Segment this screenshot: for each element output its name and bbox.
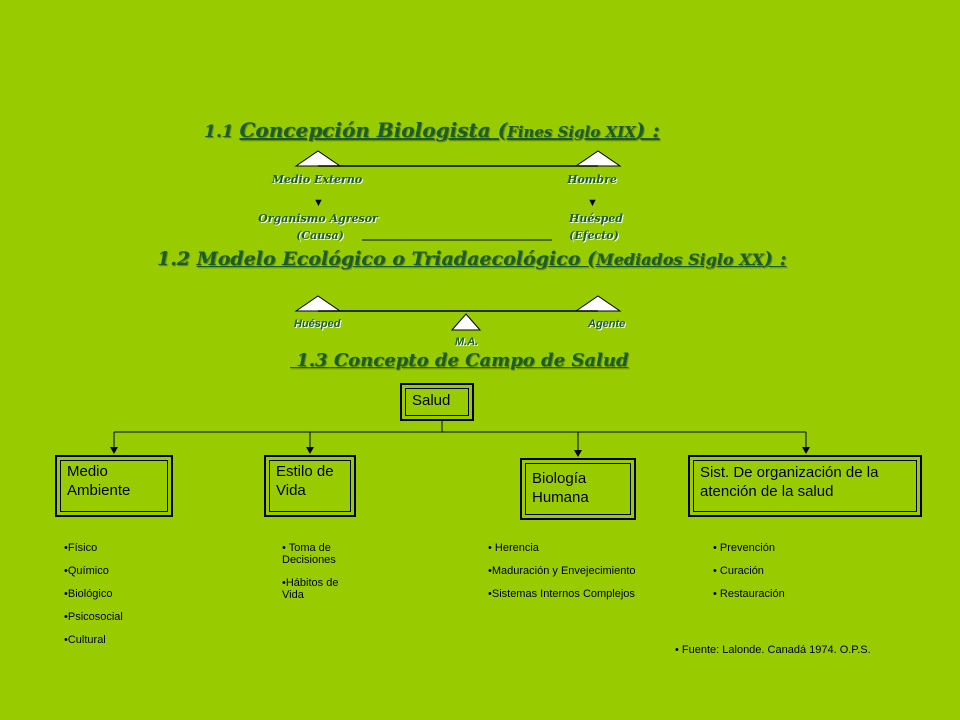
source-note: • Fuente: Lalonde. Canadá 1974. O.P.S. xyxy=(675,644,871,656)
title-1-2-num: 1.2 xyxy=(157,248,197,270)
list-medio: •Físico •Químico •Biológico •Psicosocial… xyxy=(64,542,174,657)
label-medio-externo: Medio Externo xyxy=(271,173,363,186)
label-hombre: Hombre xyxy=(567,173,617,186)
box-estilo-inner xyxy=(269,460,351,512)
title-1-2-main: Modelo Ecológico o Triadaecológico (Medi… xyxy=(197,248,787,270)
title-1-1-main-text: Concepción Biologista ( xyxy=(239,118,508,142)
box-biologia-inner xyxy=(525,463,631,515)
list-item: •Psicosocial xyxy=(64,611,123,623)
title-1-3: 1.3 Concepto de Campo de Salud xyxy=(290,350,629,371)
list-item: • Restauración xyxy=(713,588,785,600)
arrow-down-left: ▼ xyxy=(313,197,324,209)
title-1-2-end: ) : xyxy=(763,248,787,270)
list-item: •Maduración y Envejecimiento xyxy=(488,565,636,577)
label-agente: Agente xyxy=(588,318,626,330)
box-estilo-label: Estilo de Vida xyxy=(276,463,334,499)
list-estilo: • Toma de Decisiones •Hábitos de Vida xyxy=(282,542,362,612)
title-1-2-main-text: Modelo Ecológico o Triadaecológico ( xyxy=(196,248,596,270)
label-efecto: (Efecto) xyxy=(569,229,619,242)
list-item: •Físico xyxy=(64,542,98,554)
arrow-sist xyxy=(802,447,810,454)
arrow-biologia xyxy=(574,450,582,457)
box-biologia-label: Biología Humana xyxy=(532,470,589,506)
list-item: •Biológico xyxy=(64,588,113,600)
label-causa: (Causa) xyxy=(296,229,344,242)
title-1-1-main: Concepción Biologista (Fines Siglo XIX) … xyxy=(240,118,660,142)
title-1-2: 1.2 Modelo Ecológico o Triadaecológico (… xyxy=(157,248,787,270)
box-biologia-humana: Biología Humana xyxy=(520,458,636,520)
box-medio-label: Medio Ambiente xyxy=(67,463,131,499)
title-1-2-small: Mediados Siglo XX xyxy=(595,250,764,269)
list-sist: • Prevención • Curación • Restauración xyxy=(713,542,833,611)
arrow-down-right: ▼ xyxy=(587,197,598,209)
box-sist-inner xyxy=(693,460,917,512)
label-huesped-1: Huésped xyxy=(569,212,623,225)
triangle-left-2 xyxy=(294,295,342,312)
list-item: • Prevención xyxy=(713,542,775,554)
list-item: • Curación xyxy=(713,565,764,577)
title-1-1-num: 1.1 xyxy=(204,122,240,142)
root-label: Salud xyxy=(412,392,451,409)
box-medio-inner xyxy=(60,460,168,512)
label-huesped-2: Huésped xyxy=(294,318,341,330)
list-item: • Herencia xyxy=(488,542,539,554)
root-box-salud: Salud xyxy=(400,383,474,421)
box-sist-label: Sist. De organización de la atención de … xyxy=(700,464,879,500)
list-item: •Sistemas Internos Complejos xyxy=(488,588,635,600)
list-item: •Cultural xyxy=(64,634,106,646)
list-item: • Toma de Decisiones xyxy=(282,542,336,566)
list-item: •Químico xyxy=(64,565,109,577)
box-estilo-vida: Estilo de Vida xyxy=(264,455,356,517)
label-organismo-agresor: Organismo Agresor xyxy=(258,212,378,225)
title-1-1: 1.1 Concepción Biologista (Fines Siglo X… xyxy=(204,118,660,142)
triangle-left-1 xyxy=(294,150,342,167)
triangle-right-1 xyxy=(574,150,622,167)
title-1-1-small: Fines Siglo XIX xyxy=(507,123,636,141)
box-sist-organizacion: Sist. De organización de la atención de … xyxy=(688,455,922,517)
box-medio-ambiente: Medio Ambiente xyxy=(55,455,173,517)
triangle-right-2 xyxy=(574,295,622,312)
title-1-1-end: ) : xyxy=(635,118,660,142)
label-ma: M.A. xyxy=(455,336,479,348)
triangle-middle-2 xyxy=(450,313,482,331)
arrow-estilo xyxy=(306,447,314,454)
list-biologia: • Herencia •Maduración y Envejecimiento … xyxy=(488,542,688,611)
root-box-inner xyxy=(405,388,469,416)
list-item: •Hábitos de Vida xyxy=(282,577,339,601)
arrow-medio xyxy=(110,447,118,454)
